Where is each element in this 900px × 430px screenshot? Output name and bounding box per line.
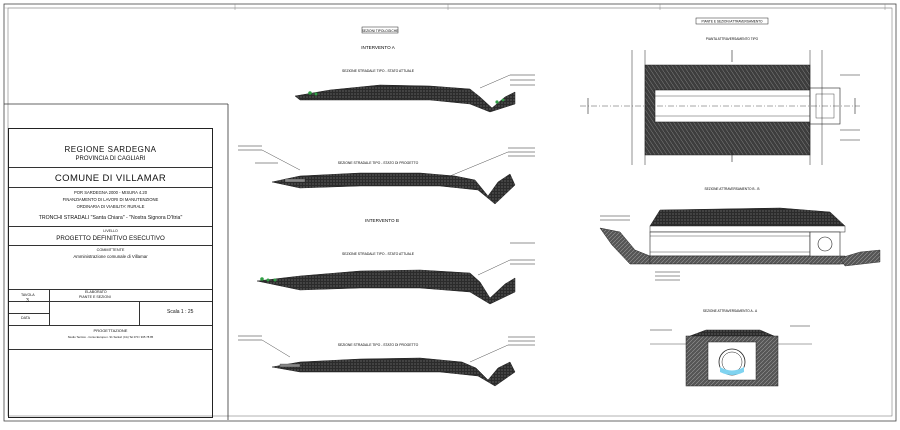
level-value: PROGETTO DEFINITIVO ESECUTIVO <box>56 235 165 242</box>
divider <box>9 349 212 350</box>
divider <box>9 289 212 290</box>
comune-title: COMUNE DI VILLAMAR <box>54 173 167 184</box>
drawing-label: ELABORATO <box>85 290 107 294</box>
svg-text:SEZIONE STRADALE TIPO - STATO: SEZIONE STRADALE TIPO - STATO ATTUALE <box>342 252 415 256</box>
outer-frame <box>3 3 897 422</box>
design-label: PROGETTAZIONE <box>93 328 128 333</box>
province-title: PROVINCIA DI CAGLIARI <box>75 156 146 162</box>
drawing-value: PIANTE E SEZIONI <box>79 295 111 299</box>
sheet-info-grid: TAVOLA 3 DATA ELABORATO PIANTE E SEZIONI… <box>9 289 212 325</box>
svg-text:SEZIONE STRADALE TIPO - STATO: SEZIONE STRADALE TIPO - STATO DI PROGETT… <box>338 161 419 165</box>
svg-text:SEZIONI TIPOLOGICHE: SEZIONI TIPOLOGICHE <box>362 29 399 33</box>
region-title: REGIONE SARDEGNA <box>64 145 157 154</box>
date-label: DATA <box>21 316 31 320</box>
title-block: REGIONE SARDEGNA PROVINCIA DI CAGLIARI C… <box>8 128 213 418</box>
intervento-a-label: INTERVENTO A <box>361 45 395 50</box>
client-label: COMMITTENTE <box>96 248 125 252</box>
section-progetto-b: SEZIONE STRADALE TIPO - STATO DI PROGETT… <box>238 335 535 387</box>
divider <box>9 226 212 227</box>
svg-text:SEZIONE ATTRAVERSAMENTO B - B: SEZIONE ATTRAVERSAMENTO B - B <box>705 187 760 191</box>
sections-line: TRONCHI STRADALI "Santa Chiara" - "Nostr… <box>38 215 183 221</box>
design-value: Studio Tecnico - Corso Europa n. 91 Sanl… <box>67 335 154 339</box>
divider <box>9 187 212 188</box>
program-line: POR SARDEGNA 2000 - MISURA 4.20 <box>73 190 148 195</box>
ordinary-line: ORDINARIA DI VIABILITA' RURALE <box>76 204 145 209</box>
svg-text:PIANTA ATTRAVERSAMENTO TIPO: PIANTA ATTRAVERSAMENTO TIPO <box>706 37 759 41</box>
level-label: LIVELLO <box>103 229 118 233</box>
section-progetto-a: SEZIONE STRADALE TIPO - STATO DI PROGETT… <box>238 145 535 205</box>
sezione-attraversamento-lungo: SEZIONE ATTRAVERSAMENTO B - B <box>599 187 881 281</box>
sheet-value: 3 <box>26 298 29 304</box>
divider <box>9 325 212 326</box>
sheet-label: TAVOLA <box>21 293 35 297</box>
svg-text:SEZIONE STRADALE TIPO - STATO: SEZIONE STRADALE TIPO - STATO DI PROGETT… <box>338 343 419 347</box>
svg-text:SEZIONE STRADALE TIPO - STATO: SEZIONE STRADALE TIPO - STATO ATTUALE <box>342 69 415 73</box>
attraversamento-tag <box>695 17 769 25</box>
sezione-attraversamento-trasversale: SEZIONE ATTRAVERSAMENTO A - A <box>650 309 812 387</box>
divider <box>9 245 212 246</box>
divider <box>9 167 212 168</box>
section-stato-attuale-b: SEZIONE STRADALE TIPO - STATO ATTUALE <box>256 242 535 305</box>
sezioni-tipo-tag <box>361 26 399 34</box>
svg-text:SEZIONE ATTRAVERSAMENTO A - A: SEZIONE ATTRAVERSAMENTO A - A <box>703 309 758 313</box>
client-value: Amministrazione comunale di Villamar <box>73 254 148 259</box>
pianta-attraversamento: PIANTA ATTRAVERSAMENTO TIPO <box>580 37 860 165</box>
svg-text:PIANTE E SEZIONI ATTRAVERSAMEN: PIANTE E SEZIONI ATTRAVERSAMENTO <box>701 20 763 24</box>
intervento-b-label: INTERVENTO B <box>365 218 399 223</box>
section-stato-attuale-a: SEZIONE STRADALE TIPO - STATO ATTUALE <box>294 69 535 113</box>
financing-line: FINANZIAMENTO DI LAVORI DI MANUTENZIONE <box>62 197 159 202</box>
scale-value: Scala 1 : 25 <box>167 309 194 315</box>
